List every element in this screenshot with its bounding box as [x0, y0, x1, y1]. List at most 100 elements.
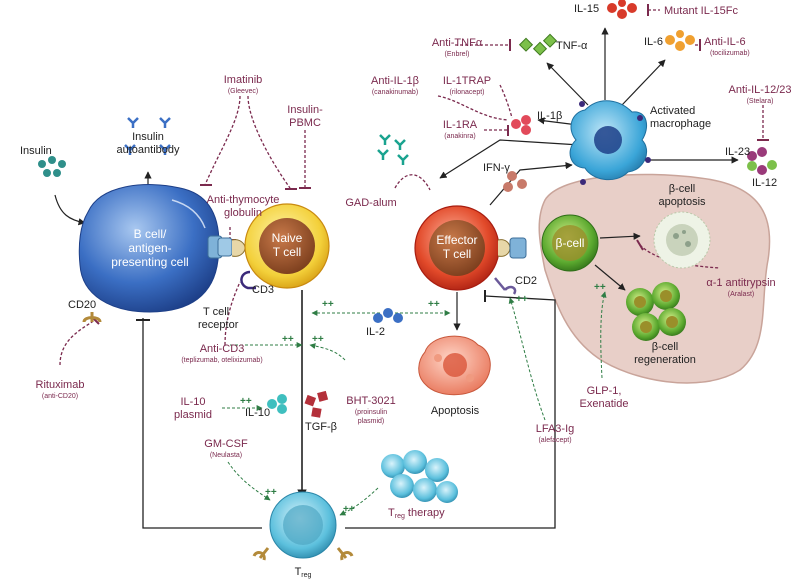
treg-therapy-label: Treg therapy — [388, 507, 445, 520]
imatinib-brand: (Gleevec) — [228, 88, 258, 95]
b-cell — [78, 184, 220, 313]
drug-inhibition-lines — [59, 9, 764, 366]
glp1-label-2[interactable]: Exenatide — [580, 398, 629, 410]
bht3021-label[interactable]: BHT-3021 — [346, 395, 396, 407]
rituximab-label[interactable]: Rituximab — [36, 379, 85, 391]
insulin-arrow — [54, 194, 86, 226]
il1trap-label[interactable]: IL-1TRAP — [443, 75, 491, 87]
treg-inhibition-effector — [345, 295, 556, 529]
b-cell-label-2: antigen- — [128, 241, 171, 255]
il1ra-label[interactable]: IL-1RA — [443, 119, 478, 131]
ifng-molecules — [503, 171, 527, 192]
lfa3-ig-label[interactable]: LFA3-Ig — [536, 423, 575, 435]
treg-inhibition-loop — [142, 318, 262, 529]
il1b-label: IL-1β — [537, 110, 562, 122]
anti-tnfa-label[interactable]: Anti-TNFα — [432, 37, 483, 49]
plus-il10: ++ — [240, 396, 252, 407]
cd3-receptor — [240, 270, 256, 290]
imatinib-label[interactable]: Imatinib — [224, 74, 263, 86]
autoantibody-label-1: Insulin — [132, 131, 164, 143]
tcr-label-2: receptor — [198, 319, 239, 331]
islet-background — [538, 173, 771, 384]
anti-il12-23-label[interactable]: Anti-IL-12/23 — [729, 84, 792, 96]
plus-treg-therapy: ++ — [343, 504, 355, 515]
il23-label: IL-23 — [725, 146, 750, 158]
anti-il6-brand: (tocilizumab) — [710, 50, 750, 57]
il1ra-brand: (anakinra) — [444, 133, 476, 140]
glp1-label-1[interactable]: GLP-1, — [587, 385, 622, 397]
anti-cd3-label[interactable]: Anti-CD3 — [200, 343, 245, 355]
gad-alum-label[interactable]: GAD-alum — [345, 197, 396, 209]
b-cell-label-3: presenting cell — [111, 255, 188, 269]
beta-to-regen-arrow — [594, 264, 626, 291]
b-cell-label-1: B cell/ — [134, 227, 167, 241]
anti-il12-23-brand: (Stelara) — [747, 98, 774, 105]
il6-molecules — [665, 30, 695, 51]
cd2-label: CD2 — [515, 275, 537, 287]
il23-il12-molecules — [747, 147, 777, 175]
bht3021-brand-1: (proinsulin — [355, 409, 387, 416]
autoantibody-label-2: autoantibody — [117, 144, 180, 156]
anti-tnfa-brand: (Enbrel) — [445, 51, 470, 58]
insulin-pbmc-label-2[interactable]: PBMC — [289, 117, 321, 129]
insulin-pbmc-label-1[interactable]: Insulin- — [287, 104, 323, 116]
effector-t-label-2: T cell — [443, 247, 471, 261]
plus-glp1: ++ — [594, 282, 606, 293]
rituximab-brand: (anti-CD20) — [42, 393, 78, 400]
cd20-label: CD20 — [68, 299, 96, 311]
gad-antigen-icon — [377, 134, 409, 165]
beta-regeneration-cluster — [626, 282, 686, 341]
treg-therapy-cluster — [381, 450, 458, 503]
anti-thymocyte-label-2[interactable]: globulin — [224, 207, 262, 219]
il15-label: IL-15 — [574, 3, 599, 15]
apoptotic-cell — [418, 335, 491, 396]
a1-antitrypsin-brand: (Aralast) — [728, 291, 754, 298]
effector-t-cell — [414, 205, 500, 291]
il10-plasmid-label-1[interactable]: IL-10 — [180, 396, 205, 408]
il6-label: IL-6 — [644, 36, 663, 48]
plus-il2-left: ++ — [322, 299, 334, 310]
treg-label-sub: reg — [301, 572, 311, 579]
treg-therapy-t: T — [388, 507, 395, 519]
tcr-mhc-interface — [207, 235, 246, 259]
beta-apoptosis-cell — [653, 211, 711, 269]
gm-csf-brand: (Neulasta) — [210, 452, 242, 459]
cd2-receptor — [494, 277, 517, 295]
plus-il2-right: ++ — [428, 299, 440, 310]
anti-il1b-label[interactable]: Anti-IL-1β — [371, 75, 419, 87]
insulin-molecules — [38, 156, 66, 177]
macrophage-label-2: macrophage — [650, 118, 711, 130]
macrophage-label-1: Activated — [650, 105, 695, 117]
tgfb-molecules — [304, 390, 329, 418]
il10-plasmid-label-2[interactable]: plasmid — [174, 409, 212, 421]
effector-to-macrophage-arrow — [489, 162, 573, 206]
tcr-label-1: T cell — [203, 306, 229, 318]
mac-to-effector-arrow — [439, 139, 581, 179]
anti-il6-label[interactable]: Anti-IL-6 — [704, 36, 746, 48]
plus-lfa3: ++ — [516, 294, 528, 305]
gm-csf-label[interactable]: GM-CSF — [204, 438, 248, 450]
mutant-il15fc-label[interactable]: Mutant IL-15Fc — [664, 5, 738, 17]
anti-thymocyte-label-1[interactable]: Anti-thymocyte — [207, 194, 280, 206]
bht3021-brand-2: plasmid) — [358, 418, 384, 425]
a1-antitrypsin-label[interactable]: α-1 antitrypsin — [706, 277, 775, 289]
tgfb-label: TGF-β — [305, 421, 337, 433]
treg-label-t: T — [295, 566, 302, 578]
beta-apoptosis-label-1: β-cell — [669, 183, 696, 195]
plus-gm-csf: ++ — [265, 487, 277, 498]
beta-apoptosis-label-2: apoptosis — [658, 196, 706, 208]
naive-t-cell — [244, 203, 330, 289]
cd3-label: CD3 — [252, 284, 274, 296]
treg-label: Treg — [295, 566, 312, 579]
mac-to-il6-arrow — [621, 59, 666, 106]
apoptosis-label: Apoptosis — [431, 405, 480, 417]
autoantibody-icon — [124, 117, 171, 155]
il15-molecules — [607, 0, 637, 19]
anti-cd3-brand: (teplizumab, otelixizumab) — [181, 357, 262, 364]
beta-to-apoptosis-arrow — [599, 232, 641, 240]
il10-molecules — [267, 394, 287, 414]
tnfa-molecules — [518, 33, 558, 56]
ifng-label: IFN-γ — [483, 162, 510, 174]
